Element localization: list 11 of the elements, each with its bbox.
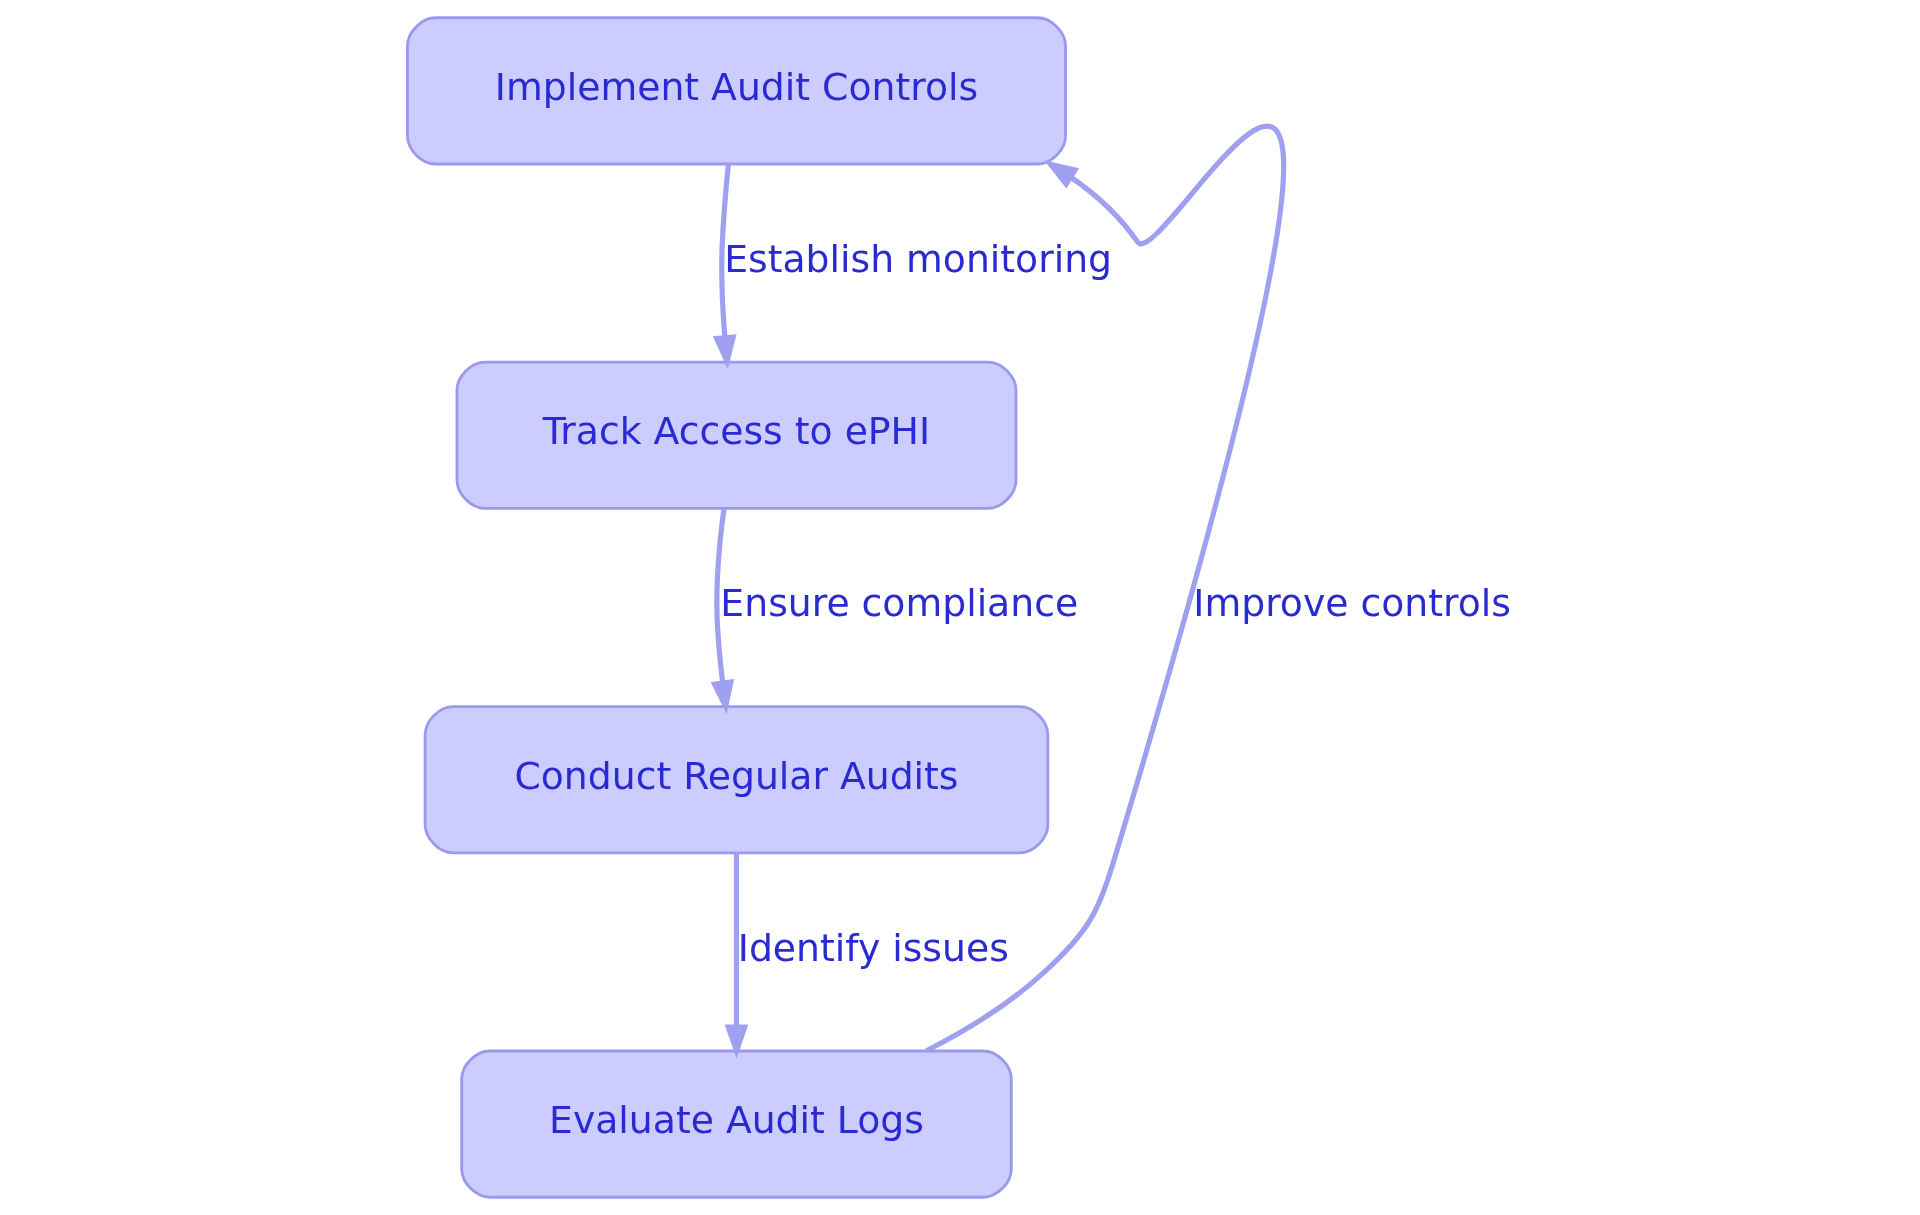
node-box: Conduct Regular Audits [423,705,1050,855]
arrow [724,853,749,1059]
node-box: Implement Audit Controls [406,16,1067,166]
node-box: Evaluate Audit Logs [460,1049,1013,1199]
node-box: Track Access to ePHI [455,360,1018,510]
edge-label: Ensure compliance [720,581,1079,626]
edge-label: Improve controls [1193,581,1511,626]
arrow [712,163,737,370]
arrow [710,508,735,715]
edge-label: Establish monitoring [724,237,1113,282]
edge-label: Identify issues [737,925,1009,970]
